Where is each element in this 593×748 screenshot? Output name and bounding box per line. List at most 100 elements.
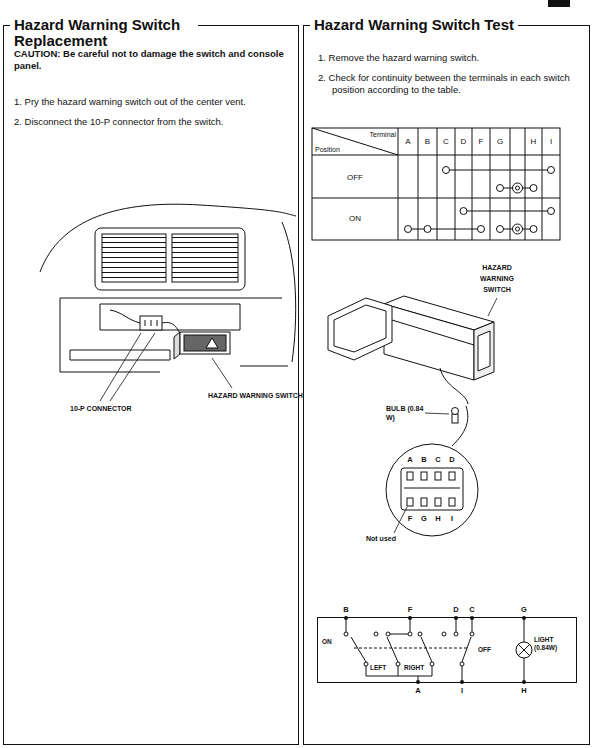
panel-heading: Hazard Warning Switch Test: [310, 17, 518, 33]
connector-10p: [110, 310, 140, 323]
switch-schematic: [346, 618, 532, 682]
pin-name: B: [418, 455, 430, 464]
connector-face-detail: [386, 444, 478, 536]
switch-illustration: [384, 304, 474, 380]
terminal-dot: [470, 616, 474, 620]
terminal-name: A: [412, 686, 424, 695]
continuity-table: [510, 128, 511, 240]
part-label: HAZARD WARNING SWITCH: [208, 391, 303, 400]
terminal-name: F: [404, 605, 416, 614]
continuity-mark: [548, 208, 555, 215]
table-header: Terminal: [356, 130, 396, 139]
dashboard-illustration: [40, 204, 296, 372]
continuity-table: [437, 128, 438, 240]
continuity-mark: [548, 167, 555, 174]
continuity-table: [525, 128, 526, 240]
continuity-mark: [530, 226, 537, 233]
switch-schematic: [410, 618, 411, 632]
continuity-mark: [443, 167, 450, 174]
switch-contact: [430, 662, 434, 666]
pin-name: G: [418, 514, 430, 523]
part-label: HAZARD WARNING SWITCH: [466, 262, 528, 295]
switch-illustration: [478, 331, 490, 371]
terminal-dot: [344, 616, 348, 620]
continuity-mark: [516, 186, 520, 190]
continuity-mark: [513, 183, 523, 193]
switch-contact: [408, 632, 412, 636]
connector-10p: [145, 320, 146, 326]
switch-contact: [470, 632, 474, 636]
procedure-step: 1. Remove the hazard warning switch.: [318, 52, 580, 64]
procedure-step: 2. Check for continuity between the term…: [318, 72, 580, 96]
hazard-switch-body: [180, 332, 230, 354]
continuity-mark: [424, 226, 431, 233]
connector-face-detail: [407, 472, 413, 480]
dashboard-illustration: [240, 366, 288, 367]
terminal-header: G: [492, 137, 508, 147]
switch-contact: [454, 632, 458, 636]
switch-illustration: [452, 414, 458, 423]
dashboard-illustration: [102, 234, 166, 282]
switch-contact: [460, 662, 464, 666]
switch-schematic: [518, 644, 530, 656]
pin-name: H: [432, 514, 444, 523]
connector-face-detail: [435, 472, 441, 480]
table-header: Position: [315, 145, 340, 154]
terminal-dot: [522, 680, 526, 684]
continuity-mark: [408, 229, 481, 230]
pin-name: A: [404, 455, 416, 464]
switch-contact: [374, 632, 378, 636]
terminal-name: H: [518, 686, 530, 695]
terminal-header: H: [526, 137, 542, 147]
terminal-header: A: [400, 137, 416, 147]
page-tab: [548, 0, 570, 7]
switch-illustration: [328, 296, 494, 446]
dashboard-illustration: [70, 350, 170, 360]
terminal-dot: [454, 616, 458, 620]
terminal-dot: [408, 616, 412, 620]
switch-illustration: [392, 320, 474, 345]
switch-schematic: [388, 634, 410, 635]
connector-face-detail: [449, 498, 455, 506]
switch-contact: [418, 632, 422, 636]
switch-contact: [364, 662, 368, 666]
leader-line: [100, 333, 232, 401]
terminal-header: I: [543, 137, 559, 147]
terminal-header: B: [420, 137, 436, 147]
switch-schematic: [518, 644, 530, 656]
continuity-mark: [478, 226, 485, 233]
switch-contact: [396, 662, 400, 666]
position-label: ON: [322, 638, 332, 646]
leader-line: [394, 298, 497, 533]
dashboard-illustration: [282, 222, 296, 362]
procedure-step: 1. Pry the hazard warning switch out of …: [14, 96, 290, 108]
connector-face-detail: [401, 468, 463, 510]
connector-face-detail: [386, 444, 478, 536]
terminal-name: I: [456, 686, 468, 695]
procedure-step: 2. Disconnect the 10-P connector from th…: [14, 116, 290, 128]
part-label: BULB (0.84 W): [386, 404, 426, 422]
leader-line: [425, 413, 449, 414]
position-label: LEFT: [370, 664, 386, 672]
panel-heading: Hazard Warning Switch Replacement: [10, 17, 198, 49]
switch-illustration: [474, 322, 494, 380]
continuity-table: [418, 128, 419, 240]
switch-schematic: [421, 637, 432, 662]
switch-schematic: [516, 642, 532, 658]
switch-illustration: [334, 305, 386, 352]
continuity-mark: [516, 227, 520, 231]
pin-name: F: [404, 514, 416, 523]
terminal-header: F: [473, 137, 489, 147]
terminal-dot: [416, 680, 420, 684]
continuity-table: [312, 128, 560, 240]
hazard-switch-body: [184, 335, 226, 351]
leader-line: [110, 333, 155, 401]
switch-illustration: [452, 406, 468, 446]
terminal-header: D: [456, 137, 472, 147]
terminal-dot: [344, 616, 526, 684]
leader-line: [100, 333, 141, 401]
continuity-mark: [513, 224, 523, 234]
schematic-box: ONLEFTRIGHTOFFLIGHT (0.84W): [318, 618, 576, 682]
switch-schematic: [387, 637, 398, 662]
